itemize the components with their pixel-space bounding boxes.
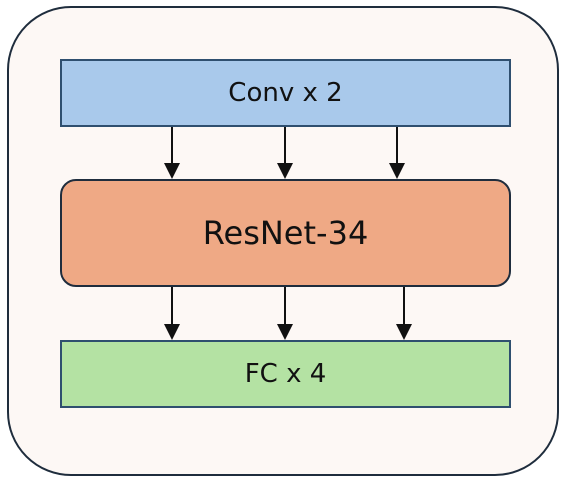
conv-block: Conv x 2 xyxy=(60,59,511,127)
fc-block-label: FC x 4 xyxy=(244,359,327,389)
conv-block-label: Conv x 2 xyxy=(228,78,343,108)
resnet-block-label: ResNet-34 xyxy=(202,214,369,252)
resnet-block: ResNet-34 xyxy=(60,179,511,287)
fc-block: FC x 4 xyxy=(60,340,511,408)
